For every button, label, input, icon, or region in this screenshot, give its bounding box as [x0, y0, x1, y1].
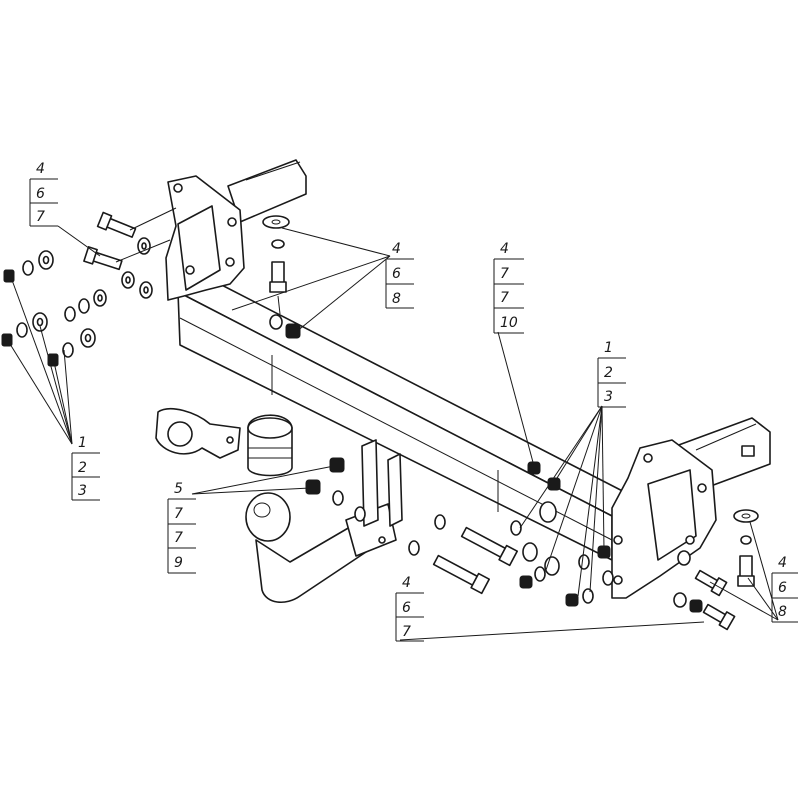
callout-label: 4 [402, 575, 411, 591]
callout-label: 7 [500, 290, 509, 306]
callout-label: 2 [604, 365, 613, 381]
callout-label: 7 [174, 530, 183, 546]
right-mounting-bracket [611, 417, 771, 599]
top-fastener-group [262, 215, 301, 339]
socket-bracket [155, 408, 241, 459]
callout-label: 7 [174, 506, 183, 522]
callout-label: 4 [500, 241, 509, 257]
callout-label: 6 [778, 580, 787, 596]
callout-label: 8 [392, 291, 401, 307]
callout-right-upper: 1 2 3 [597, 340, 626, 408]
left-fastener-group [1, 207, 177, 367]
callout-label: 3 [78, 483, 87, 499]
callout-label: 8 [778, 604, 787, 620]
callout-label: 4 [36, 161, 45, 177]
callout-centre: 4 7 7 10 [493, 241, 524, 334]
callout-left-top: 4 6 7 [29, 161, 58, 227]
callout-label: 7 [500, 266, 509, 282]
callout-ball-group: 5 7 7 9 [167, 481, 196, 574]
callout-label: 6 [36, 186, 45, 202]
callout-label: 7 [402, 624, 411, 640]
ball-cap [247, 414, 293, 477]
callout-left-bottom: 1 2 3 [71, 435, 100, 501]
left-mounting-bracket [165, 159, 307, 301]
centre-fastener-group [305, 457, 519, 595]
leader-lines [9, 225, 779, 641]
right-fastener-group [510, 445, 759, 631]
callout-label: 2 [78, 460, 87, 476]
callout-label: 1 [604, 340, 613, 356]
callout-label: 4 [778, 555, 787, 571]
callout-label: 10 [500, 315, 518, 331]
callout-label: 6 [402, 600, 411, 616]
callout-top-centre: 4 6 8 [385, 241, 414, 309]
callout-label: 6 [392, 266, 401, 282]
callout-bottom-centre: 4 6 7 [395, 575, 424, 642]
callout-label: 5 [174, 481, 183, 497]
callout-label: 1 [78, 435, 87, 451]
callout-right-lower: 4 6 8 [771, 555, 798, 623]
callout-label: 7 [36, 209, 45, 225]
callout-label: 4 [392, 241, 401, 257]
callout-label: 9 [174, 555, 183, 571]
callout-label: 3 [604, 389, 613, 405]
